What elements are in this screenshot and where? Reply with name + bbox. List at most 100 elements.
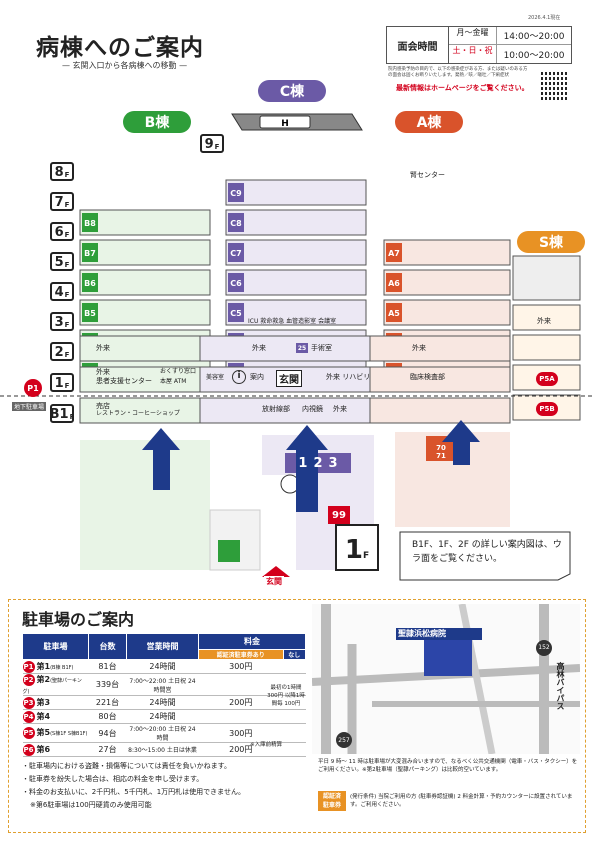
- parking-hours: 24時間: [126, 695, 199, 710]
- reverse-side-guide: B1F、1F、2F の詳しい案内図は、ウラ面をご覧ください。: [412, 540, 562, 564]
- kidney-center-label: 腎センター: [410, 171, 445, 179]
- col-lot: 駐車場: [22, 633, 89, 660]
- elevator-1: 1: [298, 455, 308, 471]
- parking-lot-name: 第2: [36, 675, 51, 684]
- ward-tag[interactable]: C5: [230, 309, 242, 318]
- parking-fee: 200円: [198, 695, 284, 710]
- b-1f-label-support: 患者支援センター: [96, 377, 152, 385]
- weekend-row: 土・日・祝 10:00〜20:00: [449, 45, 571, 63]
- parking-lot-sub: (S棟1F S棟B1F): [50, 731, 88, 737]
- parking-fee-none: [283, 659, 306, 674]
- ward-tag[interactable]: B7: [84, 249, 96, 258]
- p5a-badge[interactable]: P5A: [536, 372, 558, 386]
- parking-fee: 200円: [198, 742, 284, 757]
- room-70-71: 70 71: [426, 439, 456, 464]
- parking-count: 27台: [88, 742, 127, 757]
- wing-s[interactable]: [517, 231, 585, 253]
- weekend-label: 土・日・祝: [449, 45, 497, 63]
- elevator-numbers: 1 2 3: [285, 453, 351, 473]
- wing-s-label: S棟: [538, 235, 564, 251]
- parking-lot-badge: P1: [22, 660, 35, 673]
- floor-2f: [79, 335, 511, 362]
- room-99: 99: [332, 509, 346, 521]
- ward-tag-bg: [82, 243, 98, 262]
- ward-tag[interactable]: C6: [230, 279, 242, 288]
- s-3f-label: 外来: [537, 317, 551, 325]
- floor-slab: [383, 239, 511, 266]
- c-3f-label: ICU 救命救急 血管造影室 会議室: [248, 318, 337, 325]
- route-257-label: 257: [338, 737, 350, 744]
- ward-tag-bg: [228, 273, 244, 292]
- ward-tag[interactable]: B8: [84, 219, 96, 228]
- c-1f-label: 外来 リハビリ: [326, 373, 371, 381]
- b-b1f-label-shop: 売店: [96, 402, 110, 410]
- floor-slab: [79, 239, 211, 266]
- floor-b1f: [79, 397, 511, 424]
- c-b1f-outpatient-label: 外来: [333, 405, 347, 413]
- parking-count: 221台: [88, 695, 127, 710]
- auth-ticket-badge: 認証済 駐車券: [318, 791, 346, 811]
- route-152-label: 152: [538, 644, 550, 651]
- ground-plan: [80, 432, 571, 581]
- parking-fee-none: [283, 723, 306, 743]
- p5b-badge[interactable]: P5B: [536, 402, 558, 416]
- hospital-name: 聖隷浜松病院: [398, 629, 446, 638]
- ward-tag[interactable]: A7: [388, 249, 400, 258]
- entrance-marker-label: 玄関: [264, 576, 284, 587]
- parking-lot-badge: P3: [22, 696, 35, 709]
- ward-tag-bg: [82, 303, 98, 322]
- parking-fee: [198, 673, 284, 696]
- parking-lot-badge: P4: [22, 710, 35, 723]
- elevator-2: 2: [313, 455, 323, 471]
- ward-tag[interactable]: C9: [230, 189, 242, 198]
- wing-a-label: A棟: [416, 115, 442, 131]
- info-icon[interactable]: i: [232, 370, 246, 384]
- floor-slab: [225, 269, 367, 296]
- radiology-label: 放射線部: [262, 405, 290, 413]
- floor-slab: [383, 299, 511, 326]
- ward-tag[interactable]: A5: [388, 309, 400, 318]
- parking-count: 80台: [88, 709, 127, 724]
- ward-tag[interactable]: C8: [230, 219, 242, 228]
- parking-fee-none: [283, 695, 306, 710]
- col-fee: 料金: [198, 633, 306, 650]
- parking-lot-badge: P2: [22, 674, 35, 686]
- parking-lot-sub: (聖隷パーキング): [22, 678, 82, 695]
- ward-tag-bg: [82, 273, 98, 292]
- s-wing-stack: [512, 255, 581, 421]
- parking-title: 駐車場のご案内: [22, 610, 135, 629]
- endoscopy-label: 内視鏡: [302, 405, 323, 413]
- ward-tag[interactable]: C7: [230, 249, 241, 258]
- a-wing-stack: A7A6A5A4A3: [383, 239, 511, 386]
- ward-tag[interactable]: A6: [388, 279, 400, 288]
- access-map[interactable]: [312, 604, 580, 754]
- ward-tag-bg: [228, 243, 244, 262]
- wing-a[interactable]: [395, 111, 463, 133]
- visiting-hours-label: 面会時間: [387, 27, 449, 63]
- ward-tag[interactable]: B5: [84, 309, 96, 318]
- parking-fee-none: [283, 673, 306, 696]
- ward-tag[interactable]: B6: [84, 279, 96, 288]
- auth-ticket-line1: 認証済: [322, 793, 341, 800]
- parking-count: 94台: [88, 723, 127, 743]
- map-note: 平日 9 時〜 11 時は駐車場が大変混み合いますので、なるべく公共交通機関（電…: [318, 759, 578, 773]
- page-title: 病棟へのご案内: [36, 35, 204, 61]
- route-arrows: [142, 420, 480, 512]
- auth-ticket-line2: 駐車券: [322, 802, 341, 809]
- wing-b[interactable]: [123, 111, 191, 133]
- b-1f-label-outpatient: 外来: [96, 368, 110, 376]
- website-note[interactable]: 最新情報はホームページをご覧ください。: [396, 84, 529, 92]
- wing-c[interactable]: [258, 80, 326, 102]
- p1-badge[interactable]: P1: [24, 379, 42, 397]
- parking-fee: 300円: [198, 659, 284, 674]
